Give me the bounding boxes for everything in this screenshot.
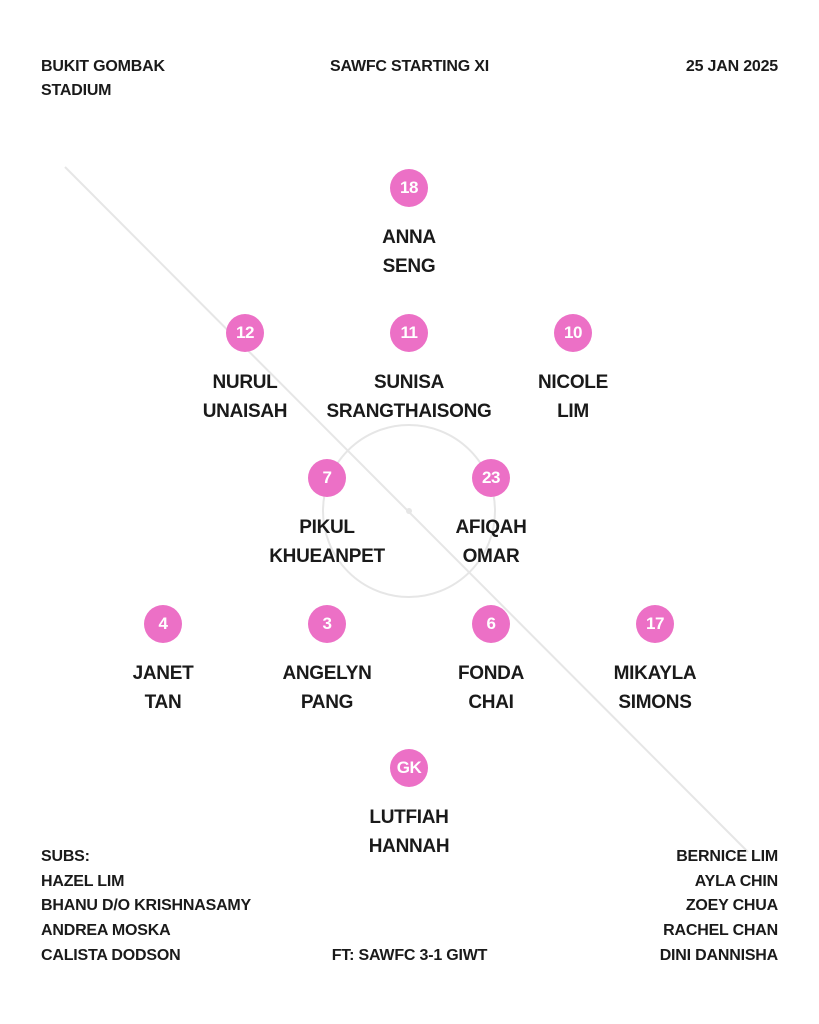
subs-label: SUBS: [41,848,90,865]
sub-item: BERNICE LIM [676,848,778,865]
venue-line-2: STADIUM [41,82,112,99]
player-last-name: CHAI [468,692,514,713]
shirt-number-badge: 7 [308,459,346,497]
player: 11 SUNISA SRANGTHAISONG [319,314,499,426]
shirt-number-badge: GK [390,749,428,787]
sub-item: BHANU D/O KRISHNASAMY [41,897,252,915]
player-first-name: ANNA [382,227,436,248]
shirt-number-badge: 18 [390,169,428,207]
subs-left: SUBS: HAZEL LIM BHANU D/O KRISHNASAMY AN… [41,845,251,969]
player: 17 MIKAYLA SIMONS [565,605,745,717]
shirt-number-badge: 6 [472,605,510,643]
player-first-name: LUTFIAH [369,807,449,828]
player: 12 NURUL UNAISAH [155,314,335,426]
player-last-name: OMAR [462,546,520,567]
player-last-name: SRANGTHAISONG [326,401,492,422]
player-last-name: LIM [557,401,589,422]
shirt-number-badge: 17 [636,605,674,643]
player-last-name: TAN [144,692,182,713]
shirt-number-badge: 12 [226,314,264,352]
shirt-number-badge: 11 [390,314,428,352]
player-name: SUNISA SRANGTHAISONG [319,368,499,426]
player-name: JANET TAN [73,659,253,717]
player-name: ANGELYN PANG [237,659,417,717]
shirt-number-badge: 23 [472,459,510,497]
player-name: NICOLE LIM [483,368,663,426]
shirt-number-badge: 10 [554,314,592,352]
sub-item: RACHEL CHAN [663,922,778,940]
sub-item: HAZEL LIM [41,872,125,890]
player: 18 ANNA SENG [319,169,499,281]
player: 6 FONDA CHAI [401,605,581,717]
sub-item: CALISTA DODSON [41,946,181,964]
player: 4 JANET TAN [73,605,253,717]
player: GK LUTFIAH HANNAH [319,749,499,861]
player-first-name: NICOLE [538,372,608,393]
sub-item: DINI DANNISHA [659,946,778,964]
sub-item: ANDREA MOSKA [41,922,171,940]
player-name: FONDA CHAI [401,659,581,717]
shirt-number-badge: 3 [308,605,346,643]
player: 10 NICOLE LIM [483,314,663,426]
player-name: LUTFIAH HANNAH [319,803,499,861]
player-first-name: JANET [132,663,194,684]
venue: BUKIT GOMBAK STADIUM [41,55,165,103]
subs-right: BERNICE LIM AYLA CHIN ZOEY CHUA RACHEL C… [660,845,778,969]
player-first-name: AFIQAH [455,517,527,538]
player-name: PIKUL KHUEANPET [237,513,417,571]
player: 23 AFIQAH OMAR [401,459,581,571]
player-first-name: SUNISA [374,372,444,393]
sub-item: ZOEY CHUA [685,897,778,915]
match-date: 25 JAN 2025 [685,58,778,75]
player-first-name: MIKAYLA [613,663,697,684]
shirt-number-badge: 4 [144,605,182,643]
center-spot [406,508,412,514]
player-first-name: PIKUL [299,517,355,538]
player: 3 ANGELYN PANG [237,605,417,717]
player-last-name: SENG [382,256,436,277]
player-last-name: SIMONS [618,692,692,713]
center-circle [322,424,496,598]
venue-line-1: BUKIT GOMBAK [41,58,165,75]
player-last-name: HANNAH [368,836,450,857]
player-name: MIKAYLA SIMONS [565,659,745,717]
sub-item: AYLA CHIN [694,872,778,890]
player-name: NURUL UNAISAH [155,368,335,426]
player-first-name: FONDA [457,663,525,684]
player-first-name: NURUL [212,372,278,393]
player-last-name: UNAISAH [202,401,288,422]
player-name: AFIQAH OMAR [401,513,581,571]
player-name: ANNA SENG [319,223,499,281]
page-title: SAWFC STARTING XI [330,58,489,75]
final-score: FT: SAWFC 3-1 GIWT [331,947,488,964]
player: 7 PIKUL KHUEANPET [237,459,417,571]
player-last-name: PANG [300,692,354,713]
player-last-name: KHUEANPET [269,546,385,567]
player-first-name: ANGELYN [282,663,372,684]
